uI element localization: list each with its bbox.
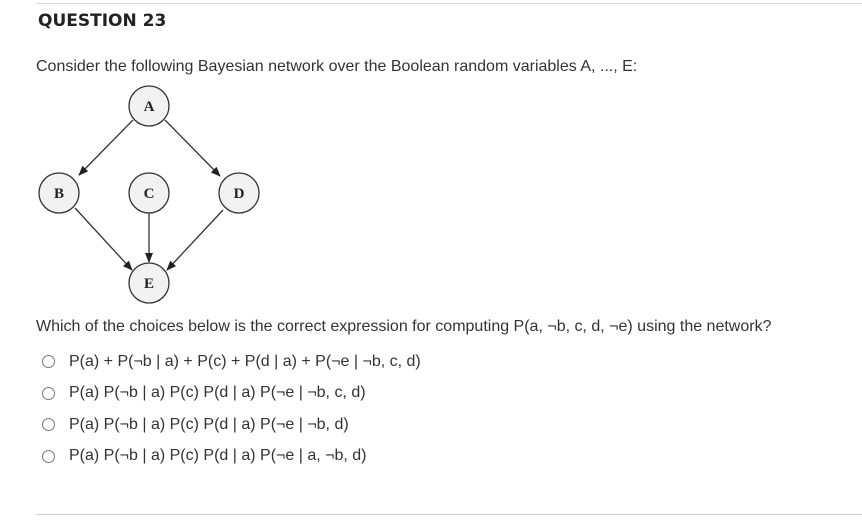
question-prompt: Consider the following Bayesian network … bbox=[36, 58, 638, 75]
node-e-label: E bbox=[144, 276, 154, 292]
choice-option-3[interactable]: P(a) P(¬b | a) P(c) P(d | a) P(¬e | ¬b, … bbox=[42, 409, 421, 441]
bottom-divider bbox=[36, 514, 862, 515]
choice-label: P(a) + P(¬b | a) + P(c) + P(d | a) + P(¬… bbox=[69, 352, 421, 370]
edge-b-e bbox=[74, 207, 133, 271]
question-text: Which of the choices below is the correc… bbox=[36, 318, 772, 335]
radio-button[interactable] bbox=[42, 449, 55, 463]
top-divider bbox=[36, 3, 862, 4]
choice-option-4[interactable]: P(a) P(¬b | a) P(c) P(d | a) P(¬e | a, ¬… bbox=[42, 441, 421, 473]
choice-option-2[interactable]: P(a) P(¬b | a) P(c) P(d | a) P(¬e | ¬b, … bbox=[42, 378, 421, 410]
node-c-label: C bbox=[144, 186, 155, 202]
node-c: C bbox=[128, 172, 170, 214]
choice-label: P(a) P(¬b | a) P(c) P(d | a) P(¬e | a, ¬… bbox=[69, 447, 367, 465]
radio-button[interactable] bbox=[42, 355, 55, 369]
node-d-label: D bbox=[234, 186, 245, 202]
node-e: E bbox=[128, 262, 170, 304]
radio-button[interactable] bbox=[42, 386, 55, 400]
edge-a-d bbox=[164, 119, 221, 177]
node-b: B bbox=[38, 172, 80, 214]
node-a-label: A bbox=[144, 99, 155, 115]
answer-choices: P(a) + P(¬b | a) + P(c) + P(d | a) + P(¬… bbox=[42, 346, 421, 472]
radio-button[interactable] bbox=[42, 418, 55, 432]
edge-d-e bbox=[166, 209, 224, 271]
choice-option-1[interactable]: P(a) + P(¬b | a) + P(c) + P(d | a) + P(¬… bbox=[42, 346, 421, 378]
choice-label: P(a) P(¬b | a) P(c) P(d | a) P(¬e | ¬b, … bbox=[69, 415, 349, 433]
node-b-label: B bbox=[54, 186, 64, 202]
node-a: A bbox=[128, 85, 170, 127]
edge-a-b bbox=[78, 119, 134, 176]
choice-label: P(a) P(¬b | a) P(c) P(d | a) P(¬e | ¬b, … bbox=[69, 384, 366, 402]
question-title: QUESTION 23 bbox=[38, 11, 167, 31]
node-d: D bbox=[218, 172, 260, 214]
